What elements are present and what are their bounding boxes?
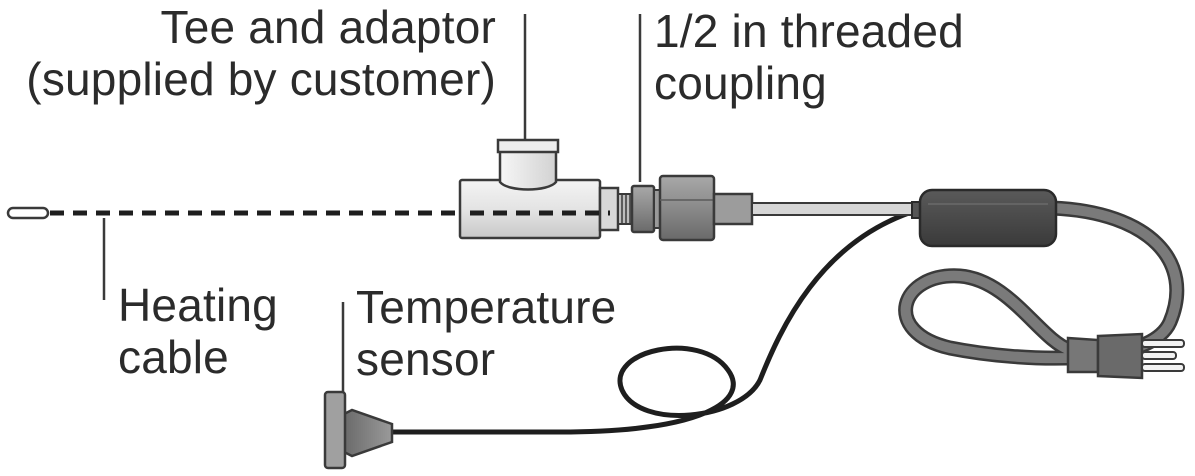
label-coupling-line1: 1/2 in threaded [654, 5, 964, 57]
label-heating-cable-line1: Heating [118, 279, 278, 331]
threaded-coupling [617, 174, 754, 242]
tee-fitting [458, 138, 620, 240]
heating-cable [6, 206, 460, 220]
power-plug-icon [1066, 332, 1185, 380]
label-heating-cable-line2: cable [118, 330, 229, 383]
controller-box-icon [911, 188, 1058, 248]
label-temperature-sensor-line2: sensor [356, 332, 496, 385]
label-heating-cable: Heating cable [118, 279, 278, 384]
label-tee-adaptor-line1: Tee and adaptor [160, 1, 496, 53]
label-tee-adaptor-line2: (supplied by customer) [26, 52, 496, 105]
probe-rod [751, 202, 919, 216]
label-temperature-sensor: Temperature sensor [356, 281, 617, 386]
label-tee-adaptor: Tee and adaptor (supplied by customer) [0, 1, 496, 106]
label-coupling: 1/2 in threaded coupling [654, 5, 964, 110]
label-temperature-sensor-line1: Temperature [356, 281, 617, 333]
temperature-sensor-icon [323, 390, 394, 470]
label-coupling-line2: coupling [654, 56, 827, 109]
sensor-wire [377, 207, 921, 435]
